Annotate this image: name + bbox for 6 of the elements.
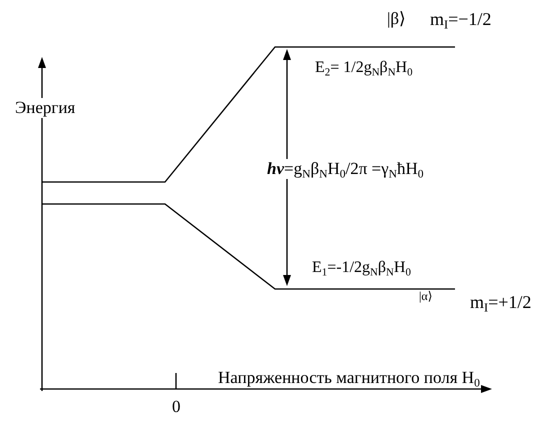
axis-label: Энергия [15, 98, 76, 118]
energy-formula: E$_{2}$= 1/2g$_{N}$β$_{N}$H$_{0}$ [315, 59, 413, 78]
state-label: |α⟩ [419, 290, 432, 304]
state-label: |β⟩ [387, 9, 406, 29]
transition-formula: hν=g$_{N}$β$_{N}$H$_{0}$/2π =γ$_{N}$ħH$_{0}$ [267, 159, 424, 179]
energy-formula: E$_{1}$=-1/2g$_{N}$β$_{N}$H$_{0}$ [312, 259, 411, 278]
